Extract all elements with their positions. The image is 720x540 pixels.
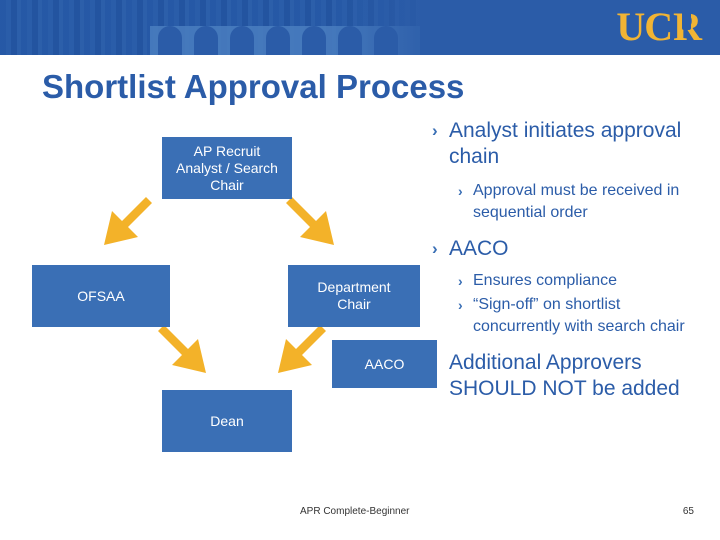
header-photo-fade <box>330 0 440 55</box>
flow-arrows <box>104 197 334 373</box>
bullet-list: › Analyst initiates approval chain › App… <box>432 118 704 404</box>
page-title: Shortlist Approval Process <box>42 68 465 105</box>
chevron-right-icon: › <box>432 239 438 258</box>
chevron-right-icon: › <box>458 183 463 199</box>
chevron-right-icon: › <box>432 121 438 140</box>
chevron-right-icon: › <box>458 273 463 289</box>
bullet-item-2-text: Approval must be received in sequential … <box>473 182 680 221</box>
footer-note: APR Complete-Beginner <box>300 506 410 517</box>
bullet-item-2: › Approval must be received in sequentia… <box>458 180 704 224</box>
bullet-item-4: › Ensures compliance <box>458 270 704 292</box>
ucr-logo-uc: UC <box>616 4 673 49</box>
chevron-right-icon: › <box>432 353 438 372</box>
diagram-node-dean-label: Dean <box>210 412 244 429</box>
ucr-logo: UC R <box>616 5 702 49</box>
bullet-item-3: › AACO <box>432 236 704 262</box>
bullet-item-3-text: AACO <box>449 237 509 260</box>
slide-number: 65 <box>682 506 694 517</box>
header-band: UC R <box>0 0 720 55</box>
bullet-item-5-text: “Sign-off” on shortlist concurrently wit… <box>473 296 685 335</box>
diagram-node-aaco: AACO <box>332 340 437 388</box>
bullet-item-1-text: Analyst initiates approval chain <box>449 119 682 168</box>
bullet-item-6: › Additional Approvers SHOULD NOT be add… <box>432 350 704 402</box>
bullet-item-5: › “Sign-off” on shortlist concurrently w… <box>458 294 704 338</box>
ucr-logo-r: R <box>673 7 702 47</box>
diagram-node-aaco-label: AACO <box>364 355 405 372</box>
diagram-node-ofsaa: OFSAA <box>32 265 170 327</box>
bullet-item-4-text: Ensures compliance <box>473 272 618 289</box>
bullet-item-6-text: Additional Approvers SHOULD NOT be added <box>449 351 680 400</box>
bullet-item-1: › Analyst initiates approval chain <box>432 118 704 170</box>
diagram-node-dean: Dean <box>162 390 292 452</box>
chevron-right-icon: › <box>458 297 463 313</box>
torch-icon <box>682 8 692 30</box>
diagram-node-ofsaa-label: OFSAA <box>77 287 125 304</box>
